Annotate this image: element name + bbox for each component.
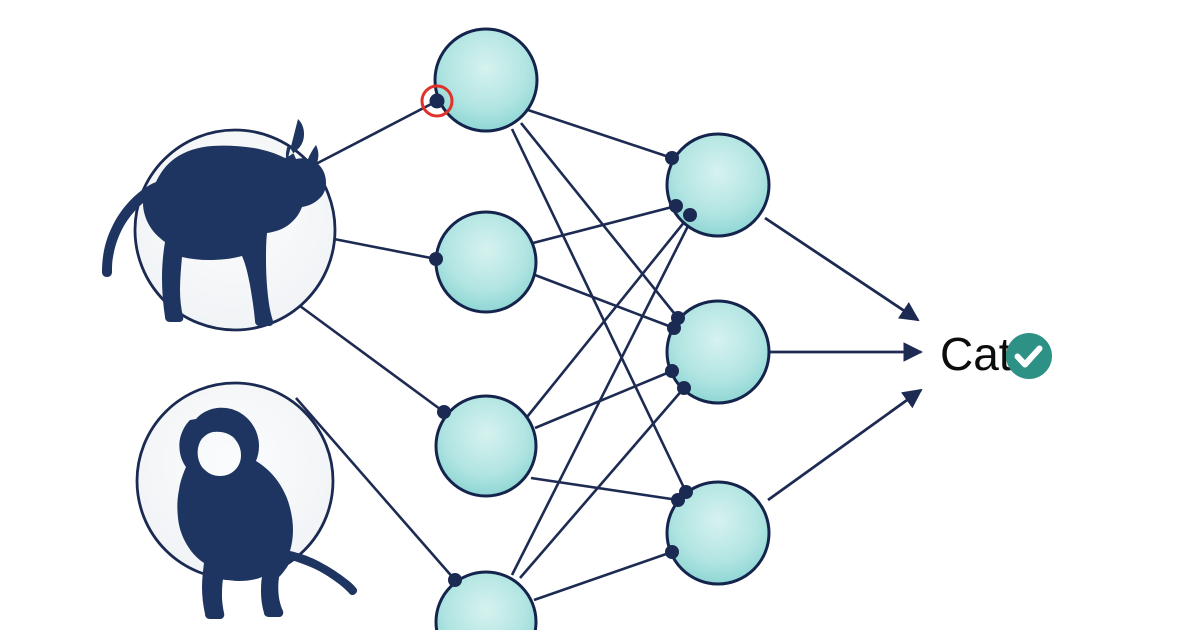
output-node-1[interactable] <box>665 132 771 238</box>
edge-hidden-4-to-output-2 <box>519 387 685 579</box>
edge-dog-to-hidden-4 <box>295 397 456 581</box>
edge-hidden-1-to-output-2 <box>519 122 680 319</box>
result-label: Cat <box>940 328 1012 380</box>
connection-dot <box>437 405 451 419</box>
input-dog-image[interactable] <box>135 381 358 619</box>
edges-input-to-hidden <box>295 99 456 581</box>
arrow-to-cat-bottom <box>767 388 923 502</box>
connection-dot <box>677 381 691 395</box>
arrow-to-cat-top <box>764 216 920 322</box>
highlight-ring <box>420 84 454 118</box>
check-mark <box>1014 345 1043 368</box>
connection-dot <box>448 573 462 587</box>
connection-dot <box>683 208 697 222</box>
edges-hidden-to-output <box>510 108 692 602</box>
result-group: Cat <box>940 328 1052 380</box>
hidden-node-1[interactable] <box>433 27 539 133</box>
connection-dot <box>429 252 443 266</box>
connection-dot <box>429 93 445 109</box>
hidden-node-2[interactable] <box>434 210 538 314</box>
output-node-2[interactable] <box>665 299 771 405</box>
connection-dot <box>669 199 683 213</box>
connection-dot <box>665 151 679 165</box>
hidden-node-4[interactable] <box>434 570 538 630</box>
edge-cat-to-hidden-1 <box>311 99 438 168</box>
connection-dot <box>665 545 679 559</box>
edge-hidden-4-to-output-3 <box>533 550 673 602</box>
edge-cat-to-hidden-3 <box>299 304 445 414</box>
connection-dot <box>667 321 681 335</box>
check-circle-icon <box>1006 333 1052 379</box>
output-node-3[interactable] <box>665 480 771 586</box>
edge-hidden-3-to-output-3 <box>530 476 679 502</box>
result-arrows <box>764 216 923 502</box>
edge-hidden-4-to-output-1 <box>510 221 692 576</box>
connection-dots <box>429 93 697 587</box>
input-layer <box>102 119 358 619</box>
output-layer <box>665 132 771 586</box>
edge-hidden-3-to-output-1 <box>525 214 692 418</box>
input-cat-image[interactable] <box>102 119 337 332</box>
hidden-node-3[interactable] <box>434 394 538 498</box>
edge-cat-to-hidden-2 <box>333 237 437 261</box>
cat-silhouette-icon <box>102 119 326 326</box>
edge-hidden-1-to-output-3 <box>510 128 688 493</box>
edge-hidden-3-to-output-2 <box>534 369 673 430</box>
edge-hidden-2-to-output-2 <box>534 273 675 330</box>
edge-hidden-1-to-output-1 <box>527 108 673 160</box>
connection-dot <box>665 364 679 378</box>
dog-silhouette-icon <box>177 407 358 619</box>
hidden-layer <box>433 27 539 630</box>
edge-hidden-2-to-output-1 <box>532 204 677 245</box>
connection-dot <box>671 493 685 507</box>
